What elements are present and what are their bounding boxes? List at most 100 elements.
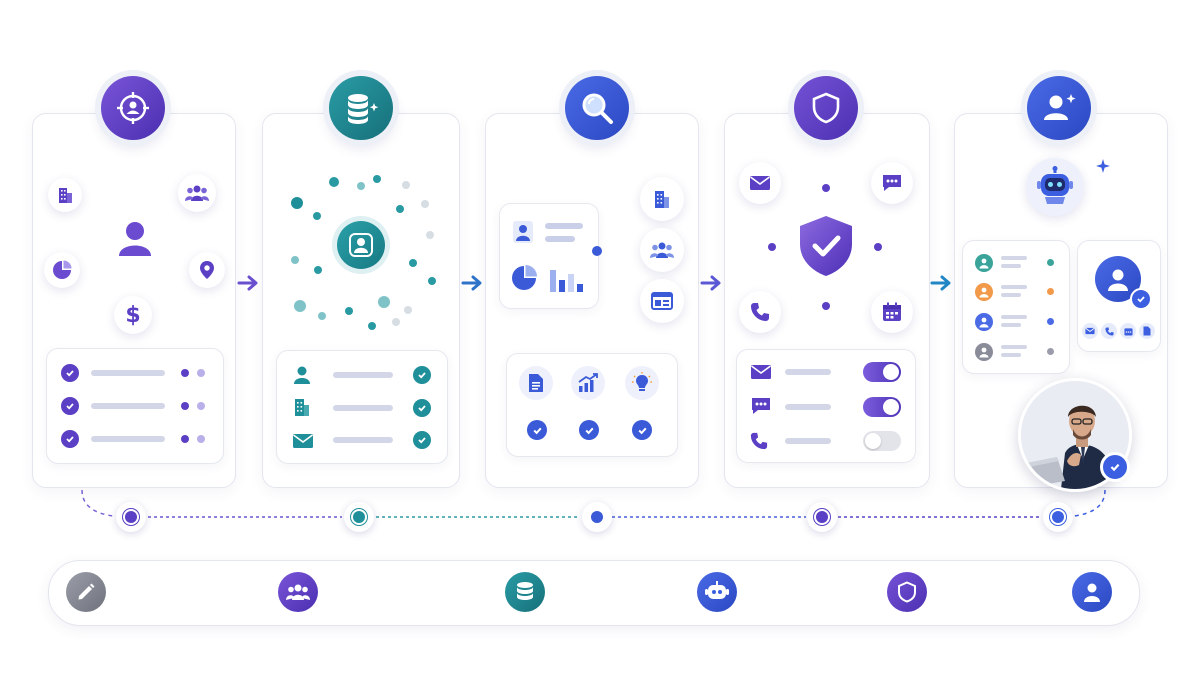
calendar-icon xyxy=(871,291,913,333)
shield-icon[interactable] xyxy=(887,572,927,612)
users-icon[interactable] xyxy=(278,572,318,612)
data-dot xyxy=(409,259,417,267)
text-placeholder xyxy=(545,223,583,229)
text-placeholder xyxy=(91,403,165,409)
status-dot xyxy=(197,435,205,443)
mail-icon xyxy=(750,364,772,384)
building-icon xyxy=(48,178,82,212)
user-sparkle-icon xyxy=(1027,76,1091,140)
chat-toggle[interactable] xyxy=(863,397,901,417)
chat-bubble-icon xyxy=(750,396,772,420)
database-icon[interactable] xyxy=(505,572,545,612)
robot-icon[interactable] xyxy=(697,572,737,612)
verified-check-icon xyxy=(1130,288,1152,310)
process-summary-bar xyxy=(48,560,1140,626)
robot-icon xyxy=(1026,158,1084,216)
avatar xyxy=(975,313,993,331)
arrow-right-icon xyxy=(700,274,724,292)
growth-chart-icon xyxy=(571,366,605,400)
user-icon xyxy=(293,365,311,389)
data-dot xyxy=(421,200,429,208)
pencil-icon[interactable] xyxy=(66,572,106,612)
data-dot xyxy=(378,296,390,308)
group-icon xyxy=(640,228,684,272)
channel-settings-panel xyxy=(736,349,916,463)
user-icon[interactable] xyxy=(1072,572,1112,612)
document-icon xyxy=(519,366,553,400)
data-fields-panel xyxy=(276,350,448,464)
location-pin-icon xyxy=(189,252,225,288)
data-dot xyxy=(404,306,412,314)
text-placeholder xyxy=(333,372,393,378)
chat-bubble-icon xyxy=(871,162,913,204)
check-icon xyxy=(632,420,652,440)
data-dot xyxy=(368,322,376,330)
dollar-symbol: $ xyxy=(125,303,140,328)
user-icon xyxy=(513,221,533,247)
mail-icon xyxy=(292,433,314,453)
status-dot xyxy=(181,402,189,410)
status-dot xyxy=(1047,348,1054,355)
data-dot xyxy=(402,181,410,189)
check-icon xyxy=(413,399,431,417)
data-dot xyxy=(426,231,434,239)
check-icon xyxy=(61,397,79,415)
phone-toggle[interactable] xyxy=(863,431,901,451)
data-dot xyxy=(357,182,365,190)
bar-chart-icon xyxy=(548,266,586,298)
profile-card-panel xyxy=(1077,240,1161,352)
checklist-panel xyxy=(46,348,224,464)
data-dot xyxy=(345,307,353,315)
data-dot xyxy=(313,212,321,220)
text-placeholder xyxy=(1001,256,1027,260)
calendar-icon xyxy=(1120,323,1136,339)
check-icon xyxy=(527,420,547,440)
mail-toggle[interactable] xyxy=(863,362,901,382)
avatar xyxy=(975,343,993,361)
check-icon xyxy=(579,420,599,440)
timeline-node-4 xyxy=(807,502,837,532)
data-dot xyxy=(392,318,400,326)
shield-check-icon xyxy=(790,210,862,282)
mail-icon xyxy=(1082,323,1098,339)
ring-node xyxy=(874,243,882,251)
ring-node xyxy=(822,302,830,310)
data-dot xyxy=(294,300,306,312)
check-icon xyxy=(61,430,79,448)
pie-chart-icon xyxy=(44,252,80,288)
building-icon xyxy=(640,177,684,221)
text-placeholder xyxy=(91,370,165,376)
text-placeholder xyxy=(1001,315,1027,319)
user-icon xyxy=(113,216,157,260)
timeline-node-1 xyxy=(116,502,146,532)
mail-icon xyxy=(739,162,781,204)
text-placeholder xyxy=(785,438,831,444)
text-placeholder xyxy=(785,404,831,410)
data-dot xyxy=(314,266,322,274)
browser-window-icon xyxy=(640,279,684,323)
arrow-right-icon xyxy=(461,274,485,292)
status-dot xyxy=(1047,318,1054,325)
text-placeholder xyxy=(333,437,393,443)
status-dot xyxy=(197,369,205,377)
data-dot xyxy=(428,277,436,285)
target-user-icon xyxy=(101,76,165,140)
text-placeholder xyxy=(1001,293,1021,297)
pie-chart-icon xyxy=(510,264,538,296)
text-placeholder xyxy=(91,436,165,442)
text-placeholder xyxy=(1001,345,1027,349)
status-dot xyxy=(1047,259,1054,266)
avatar xyxy=(975,283,993,301)
sparkle-icon xyxy=(1096,159,1110,173)
document-icon xyxy=(1139,323,1155,339)
lightbulb-icon xyxy=(625,366,659,400)
ring-node xyxy=(822,184,830,192)
shield-icon xyxy=(794,76,858,140)
building-icon xyxy=(293,397,311,421)
status-dot xyxy=(197,402,205,410)
status-dot xyxy=(181,435,189,443)
phone-icon xyxy=(739,291,781,333)
avatar xyxy=(975,254,993,272)
text-placeholder xyxy=(1001,285,1027,289)
data-dot xyxy=(318,312,326,320)
